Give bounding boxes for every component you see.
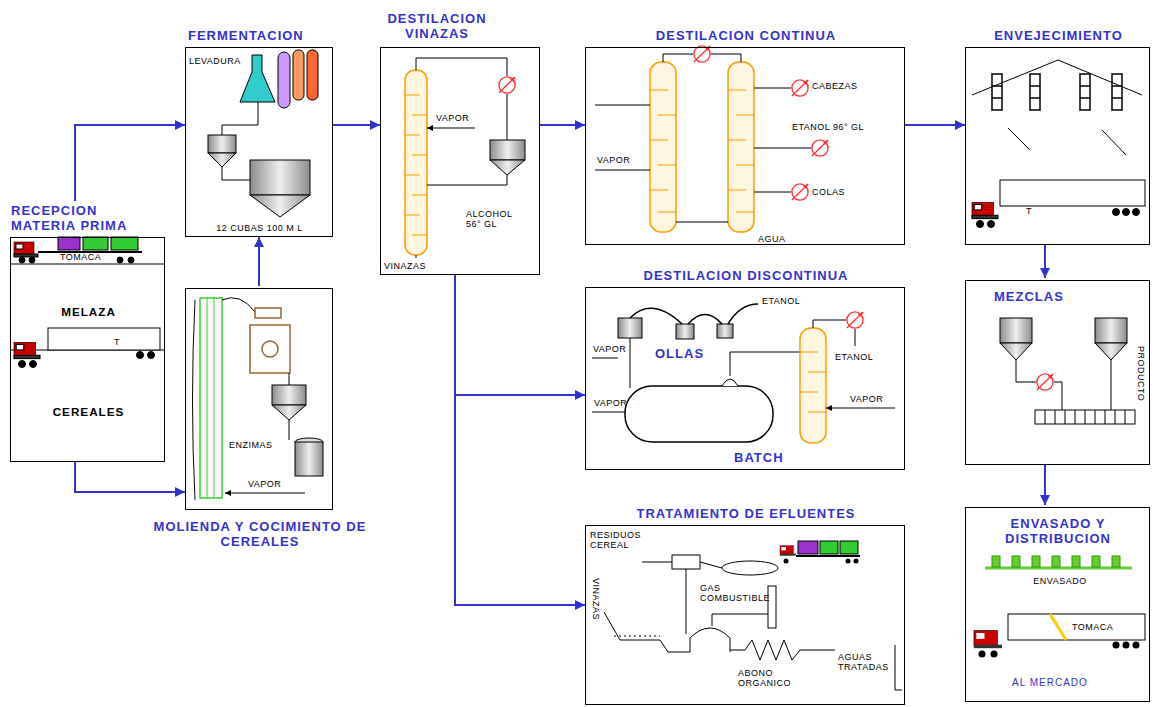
vinasse-column-illustration [405, 58, 525, 258]
stream-label: VINAZAS [591, 578, 601, 620]
product-label: ETANOL [762, 296, 817, 306]
blending-illustration [1000, 318, 1135, 424]
stream-label: CABEZAS [812, 81, 882, 91]
effluent-treatment-illustration [604, 541, 902, 690]
continuous-distillation-box: DESTILACION CONTINUA [585, 47, 905, 245]
stream-label: GAS COMBUSTIBLE [700, 583, 764, 603]
flow-arrow [1044, 465, 1046, 505]
stream-label: COLAS [812, 187, 872, 197]
stream-label: VAPOR [850, 394, 895, 404]
stream-label: VAPOR [436, 113, 481, 123]
flow-arrow [455, 275, 585, 395]
packaging-box: ENVASADO Y DISTRIBUCION [965, 507, 1150, 702]
step-heading: TRATAMIENTO DE EFLUENTES [586, 506, 906, 521]
stream-label: VAPOR [597, 155, 642, 165]
step-heading: MOLIENDA Y COCIMIENTO DE CEREALES [150, 519, 370, 549]
milling-box: MOLIENDA Y COCIMIENTO DE CEREALES [185, 288, 333, 510]
stream-label: AGUA [758, 234, 798, 244]
step-heading: RECEPCION MATERIA PRIMA [11, 203, 143, 233]
flow-arrow [1044, 245, 1046, 278]
equipment-label: OLLAS [655, 346, 725, 361]
aging-warehouse-illustration [972, 60, 1145, 228]
truck-label: TOMACA [1072, 622, 1132, 632]
step-heading: MEZCLAS [994, 289, 1144, 304]
ingredient-label: ENZIMAS [229, 440, 285, 450]
stream-label: PRODUCTO [1136, 346, 1146, 401]
step-heading: DESTILACION DISCONTINUA [586, 268, 906, 283]
vinasse-distillation-box: DESTILACION VINAZAS [380, 47, 540, 275]
equipment-label: BATCH [734, 450, 796, 465]
material-label: MELAZA [11, 304, 166, 319]
flow-arrow [258, 237, 260, 286]
continuous-columns-illustration [595, 54, 811, 232]
aging-box: ENVEJECIMIENTO [965, 47, 1150, 245]
stream-label: VAPOR [594, 398, 639, 408]
step-label: ENVASADO [1010, 576, 1110, 586]
stream-label: VINAZAS [384, 261, 434, 271]
flow-arrow [455, 275, 585, 605]
flow-arrow [75, 462, 185, 492]
packaging-illustration [974, 556, 1145, 658]
flow-arrow [333, 124, 380, 126]
step-heading: ENVASADO Y DISTRIBUCION [983, 516, 1133, 546]
fermentation-box: FERMENTACION [185, 47, 333, 237]
milling-illustration [193, 298, 324, 500]
truck-label: T [1026, 206, 1038, 216]
reception-illustration [10, 237, 165, 368]
stream-label: VAPOR [593, 344, 638, 354]
destination-label: AL MERCADO [985, 677, 1115, 689]
ingredient-label: LEVADURA [189, 56, 245, 66]
step-heading: DESTILACION VINAZAS [381, 11, 493, 41]
fermentation-illustration [208, 50, 318, 217]
product-label: ETANOL [835, 352, 890, 362]
flow-arrow [540, 124, 585, 126]
truck-label: T [114, 337, 126, 347]
batch-distillation-illustration [592, 304, 895, 443]
blending-box: MEZCLAS [965, 280, 1150, 465]
truck-label: TOMACA [60, 252, 108, 262]
product-label: ETANOL 96° GL [792, 122, 892, 132]
product-label: ALCOHOL 56° GL [466, 209, 530, 229]
stream-label: RESIDUOS CEREAL [590, 530, 646, 550]
step-heading: ENVEJECIMIENTO [966, 28, 1151, 43]
stream-label: AGUAS TRATADAS [838, 652, 898, 672]
flow-arrow [75, 125, 185, 201]
material-label: CEREALES [11, 404, 166, 419]
tank-label: 12 CUBAS 100 M L [192, 223, 327, 233]
stream-label: VAPOR [248, 479, 293, 489]
step-heading: FERMENTACION [188, 28, 334, 43]
stream-label: ABONO ORGANICO [738, 668, 800, 688]
batch-distillation-box: DESTILACION DISCONTINUA [585, 287, 905, 470]
step-heading: DESTILACION CONTINUA [586, 28, 906, 43]
flow-arrow [905, 124, 965, 126]
raw-material-box: RECEPCION MATERIA PRIMAMELAZACEREALES [10, 237, 165, 462]
